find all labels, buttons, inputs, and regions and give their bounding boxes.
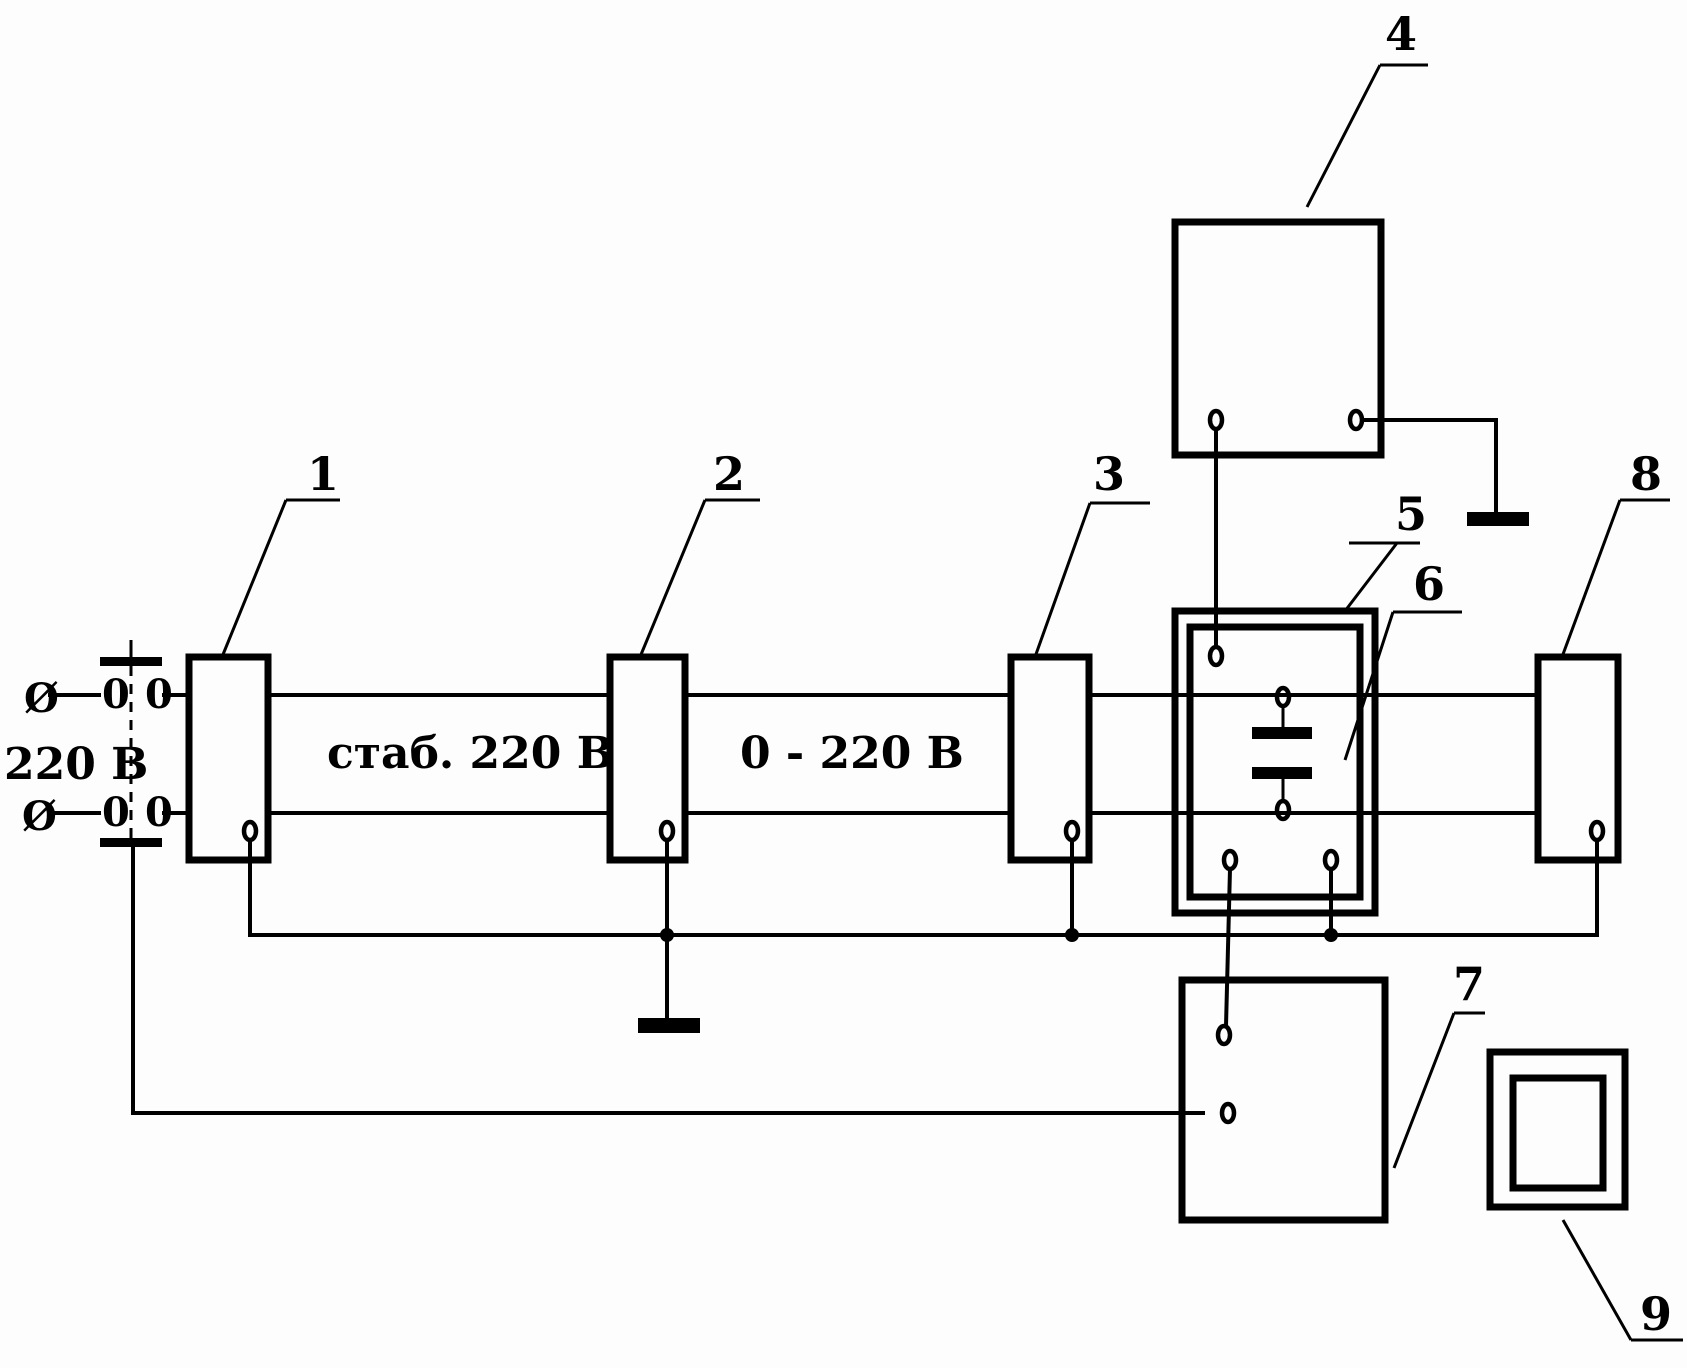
node-3 [1065, 928, 1079, 942]
block-7-number: 7 [1453, 957, 1485, 1011]
block-6-number: 6 [1413, 557, 1445, 611]
block-8: 8 [1534, 447, 1670, 864]
block-1: 1 [185, 447, 340, 864]
block-9-monitor: 9 [1486, 1048, 1683, 1342]
block-6-cell: 6 [1186, 557, 1462, 901]
block-5-number: 5 [1395, 487, 1427, 541]
switch-terminal-top-left: 0 [102, 671, 130, 718]
phase-mark-top: Ø [24, 675, 59, 722]
switch-terminal-top-right: 0 [145, 671, 173, 718]
block-2-number: 2 [713, 447, 745, 501]
block-1-number: 1 [307, 447, 339, 501]
mains-input: Ø Ø 0 0 0 0 220 B [4, 640, 1205, 1115]
switch-bottom-plate [100, 838, 162, 847]
switch-terminal-bottom-left: 0 [102, 789, 130, 836]
switch-to-block7-wire [131, 847, 1205, 1115]
block-4-number: 4 [1385, 7, 1417, 61]
wire-6-to-7 [1224, 868, 1232, 1027]
ground-bus [248, 840, 1599, 937]
block-3: 3 [1007, 447, 1150, 864]
phase-mark-bottom: Ø [22, 793, 57, 840]
node-6 [1324, 928, 1338, 942]
block-8-number: 8 [1630, 447, 1662, 501]
wire-4-to-ground [1362, 418, 1498, 512]
switch-top-plate [100, 657, 162, 666]
ground-symbol-left [638, 1018, 700, 1033]
input-voltage-label: 220 B [4, 739, 148, 790]
block-5-chamber: 5 [1171, 487, 1427, 917]
block-3-number: 3 [1093, 447, 1125, 501]
block-4: 4 [1171, 7, 1428, 459]
electrode-top [1252, 727, 1312, 739]
electrode-bottom [1252, 767, 1312, 779]
adjustable-voltage-label: 0 - 220 B [740, 728, 964, 779]
block-7: 7 [1178, 957, 1485, 1224]
switch-terminal-bottom-right: 0 [145, 789, 173, 836]
stab-voltage-label: стаб. 220 В [327, 728, 614, 779]
block-9-number: 9 [1640, 1287, 1672, 1341]
ground-symbol-right [1467, 512, 1529, 526]
block-2: 2 [606, 447, 760, 864]
